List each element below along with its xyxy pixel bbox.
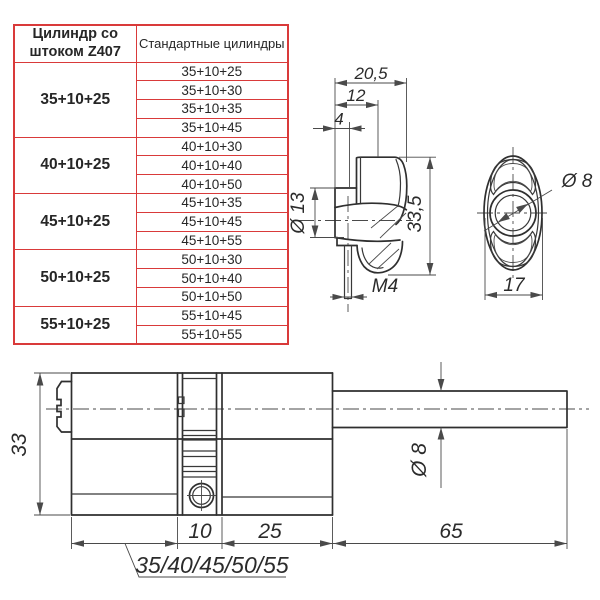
table-row: 50+10+25 50+10+30 bbox=[13, 249, 289, 307]
group-label-50: 50+10+25 bbox=[13, 249, 137, 307]
dim-rod-diameter: Ø 8 bbox=[408, 443, 431, 478]
header-standard-cylinders: Стандартные цилиндры bbox=[135, 24, 289, 63]
option-cell: 35+10+45 bbox=[135, 117, 289, 138]
knob-side-view bbox=[298, 156, 413, 312]
knob-front-dimensions: Ø 8 17 bbox=[483, 171, 593, 300]
option-cell: 40+10+30 bbox=[135, 136, 289, 157]
table-row: 50+10+50 bbox=[14, 287, 289, 307]
table-row: 55+10+55 bbox=[14, 324, 289, 345]
group-label-55: 55+10+25 bbox=[13, 305, 137, 345]
group-label-40: 40+10+25 bbox=[13, 136, 137, 195]
dim-right-length: 25 bbox=[257, 520, 282, 543]
option-cell: 45+10+55 bbox=[135, 230, 289, 251]
table-row: 45+10+25 45+10+35 bbox=[13, 193, 289, 251]
table-row: 55+10+25 55+10+45 bbox=[13, 305, 289, 345]
dim-knob-mid-width: 12 bbox=[347, 86, 366, 105]
group-label-45: 45+10+25 bbox=[13, 193, 137, 251]
knob-side-dimensions: 20,5 12 4 Ø 13 33,5 M4 bbox=[288, 64, 436, 301]
dim-cam-width: 10 bbox=[188, 520, 212, 543]
dim-knob-hole-diameter: Ø 8 bbox=[561, 171, 593, 192]
dim-knob-height: 33,5 bbox=[405, 195, 426, 232]
cylinder-dimensions: 33 Ø 8 10 25 65 35/40/45/50/55 bbox=[8, 362, 568, 578]
dim-knob-neck-diameter: Ø 13 bbox=[288, 192, 309, 235]
table-row: 45+10+45 bbox=[14, 211, 289, 232]
option-cell: 40+10+50 bbox=[135, 174, 289, 195]
option-cell: 50+10+30 bbox=[135, 249, 289, 270]
cylinder-profile-view bbox=[46, 372, 589, 516]
option-cell: 50+10+50 bbox=[135, 287, 289, 307]
option-cell: 45+10+35 bbox=[135, 193, 289, 213]
table-row: 40+10+50 bbox=[14, 174, 289, 195]
table-row: 40+10+40 bbox=[14, 155, 289, 176]
dim-knob-total-width: 20,5 bbox=[353, 64, 388, 83]
dim-knob-small-width: 4 bbox=[334, 110, 343, 129]
dim-rod-length: 65 bbox=[439, 520, 463, 543]
dim-knob-thread: M4 bbox=[372, 276, 398, 297]
dim-body-height: 33 bbox=[8, 433, 31, 457]
option-cell: 45+10+45 bbox=[135, 211, 289, 232]
option-cell: 35+10+35 bbox=[135, 99, 289, 119]
table-row: 40+10+25 40+10+30 bbox=[13, 136, 289, 195]
dim-knob-face-width: 17 bbox=[503, 275, 526, 296]
option-cell: 55+10+45 bbox=[135, 305, 289, 326]
table-row: 45+10+55 bbox=[14, 230, 289, 251]
option-cell: 55+10+55 bbox=[135, 324, 289, 345]
table-row: 35+10+45 bbox=[14, 117, 289, 138]
table-row: 35+10+25 35+10+25 bbox=[13, 61, 289, 138]
table-row: 35+10+35 bbox=[14, 99, 289, 119]
option-cell: 40+10+40 bbox=[135, 155, 289, 176]
cylinder-size-table: Цилиндр со штоком Z407 Стандартные цилин… bbox=[13, 24, 289, 345]
dim-left-length-options: 35/40/45/50/55 bbox=[135, 552, 289, 578]
